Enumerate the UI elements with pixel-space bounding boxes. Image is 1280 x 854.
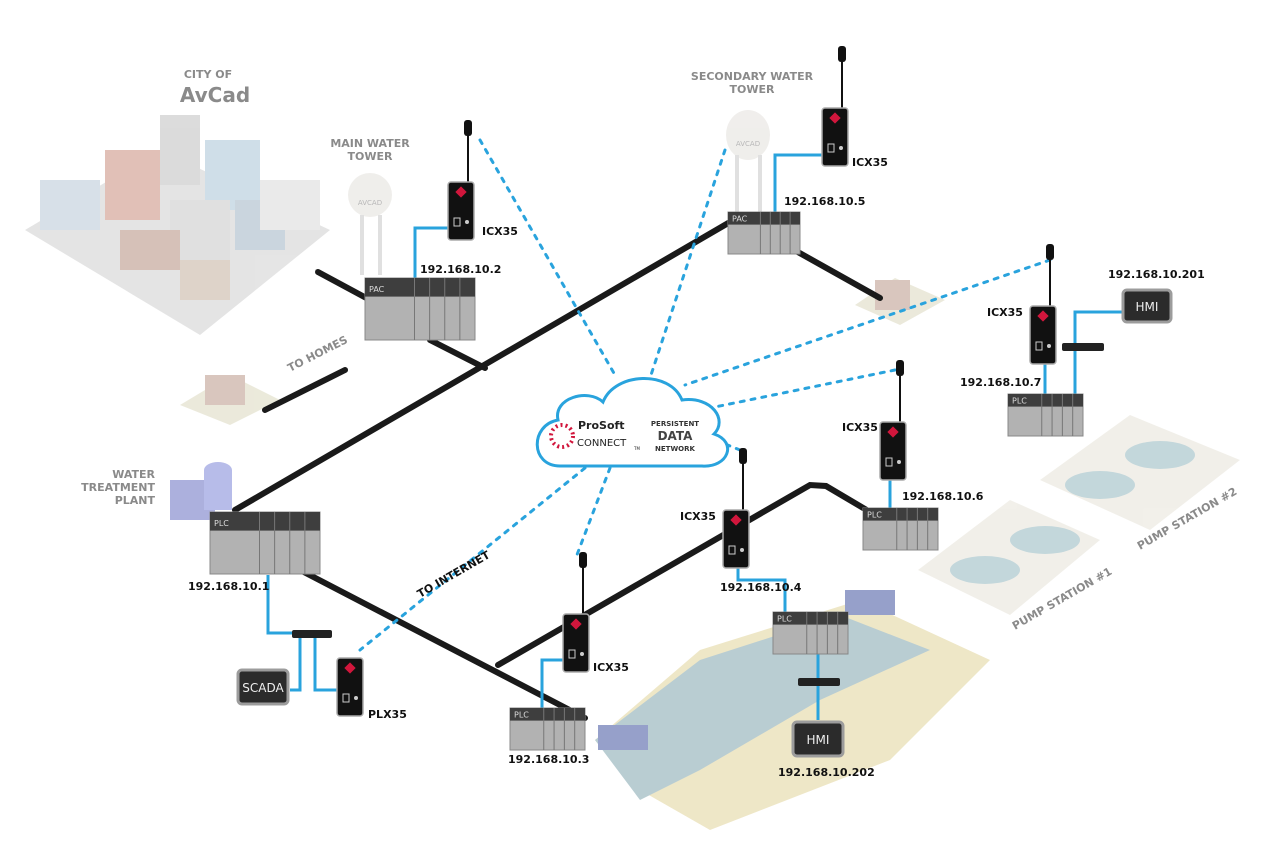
prosoft-logo-icon (730, 514, 742, 526)
network-switch (798, 678, 840, 686)
rack-type-label: PLC (1012, 396, 1027, 405)
treatment-plant-illustration (170, 462, 232, 520)
prosoft-logo-icon (570, 618, 582, 630)
cloud-line1: PERSISTENT (651, 420, 699, 428)
network-switch (1062, 343, 1104, 351)
icx35-radio[interactable] (562, 552, 590, 673)
prosoft-connect-cloud[interactable]: ProSoft CONNECT TM PERSISTENT DATA NETWO… (535, 377, 729, 468)
icx35-radio[interactable] (821, 46, 849, 167)
city-name-label: AvCad (180, 83, 250, 107)
plc-rack[interactable]: PLC (1007, 393, 1084, 437)
tower-brand-label: AVCAD (358, 199, 382, 207)
icx35-radio[interactable] (879, 360, 907, 481)
device-label: PLX35 (368, 708, 407, 721)
to-homes-label: TO HOMES (285, 333, 349, 374)
pac-rack[interactable]: PAC (727, 211, 801, 255)
ip-label: 192.168.10.201 (1108, 268, 1205, 281)
scada-label: SCADA (242, 681, 284, 695)
cloud-line3: NETWORK (655, 445, 695, 453)
pump-stations-illustration (918, 415, 1240, 615)
device-label: ICX35 (482, 225, 518, 238)
secondary-tower-label: SECONDARY WATER (691, 70, 814, 83)
homes-illustration (180, 278, 945, 425)
rack-type-label: PAC (369, 285, 385, 294)
ip-label: 192.168.10.1 (188, 580, 269, 593)
rack-type-label: PLC (214, 519, 229, 528)
ethernet-links (266, 153, 1123, 720)
plant-label: TREATMENT (81, 481, 155, 494)
main-tower-label: TOWER (348, 150, 394, 163)
ip-label: 192.168.10.5 (784, 195, 865, 208)
city-of-label: CITY OF (184, 68, 232, 81)
icx35-radio[interactable] (1029, 244, 1057, 365)
plc-rack[interactable]: PLC (772, 611, 849, 655)
icx35-radio[interactable] (722, 448, 750, 569)
secondary-water-tower: AVCAD (726, 110, 770, 215)
rack-type-label: PLC (867, 510, 882, 519)
ip-label: 192.168.10.6 (902, 490, 984, 503)
cloud-brand-top: ProSoft (578, 419, 625, 432)
ip-label: 192.168.10.7 (960, 376, 1041, 389)
pac-rack[interactable]: PAC (364, 277, 476, 341)
main-water-tower: AVCAD (348, 173, 392, 275)
plx35-gateway[interactable] (336, 657, 364, 717)
cloud-tm: TM (633, 446, 640, 451)
device-labels: ICX35 ICX35 ICX35 ICX35 ICX35 ICX35 PLX3… (368, 156, 1023, 721)
device-label: ICX35 (593, 661, 629, 674)
ip-label: 192.168.10.4 (720, 581, 802, 594)
device-label: ICX35 (852, 156, 888, 169)
plant-label: PLANT (115, 494, 156, 507)
prosoft-logo-icon (344, 662, 356, 674)
prosoft-logo-icon (887, 426, 899, 438)
main-tower-label: MAIN WATER (330, 137, 410, 150)
plant-label: WATER (112, 468, 155, 481)
prosoft-logo-icon (1037, 310, 1049, 322)
river-illustration (595, 590, 990, 830)
hmi-station2[interactable]: HMI (1121, 288, 1173, 324)
scada-terminal[interactable]: SCADA (236, 668, 290, 706)
plc-rack[interactable]: PLC (862, 507, 939, 551)
network-switch (292, 630, 332, 638)
device-label: ICX35 (987, 306, 1023, 319)
rack-type-label: PAC (732, 214, 748, 223)
device-label: ICX35 (842, 421, 878, 434)
hmi-label: HMI (1136, 300, 1159, 314)
ip-label: 192.168.10.2 (420, 263, 501, 276)
rack-type-label: PLC (514, 710, 529, 719)
hmi-river[interactable]: HMI (791, 720, 845, 758)
icx35-radio[interactable] (447, 120, 475, 241)
secondary-tower-label: TOWER (730, 83, 776, 96)
ip-label: 192.168.10.3 (508, 753, 589, 766)
to-internet-label: TO INTERNET (415, 548, 493, 600)
cloud-brand-bottom: CONNECT (577, 438, 627, 449)
prosoft-logo-icon (549, 423, 575, 449)
ip-label: 192.168.10.202 (778, 766, 875, 779)
plc-rack[interactable]: PLC (509, 707, 586, 751)
prosoft-logo-icon (455, 186, 467, 198)
ip-labels: 192.168.10.2 192.168.10.5 192.168.10.201… (188, 195, 1205, 779)
tower-brand-label: AVCAD (736, 140, 760, 148)
plc-rack[interactable]: PLC (209, 511, 321, 575)
rack-type-label: PLC (777, 614, 792, 623)
cloud-line2: DATA (658, 429, 694, 443)
hmi-label: HMI (807, 733, 830, 747)
city-illustration (25, 115, 330, 335)
device-label: ICX35 (680, 510, 716, 523)
